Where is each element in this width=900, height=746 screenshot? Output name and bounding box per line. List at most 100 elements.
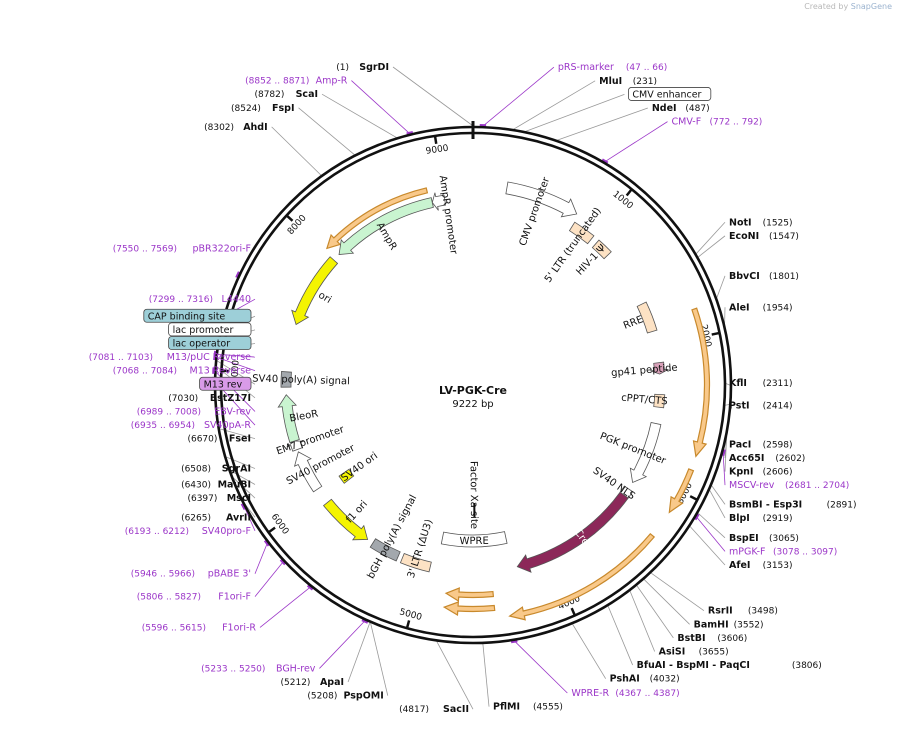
- site-coord-f1ori-f: (5806 .. 5827): [137, 593, 201, 603]
- site-label-econi[interactable]: EcoNI(1547): [729, 231, 799, 242]
- site-label-sv40pa-r[interactable]: SV40pA-R(6935 .. 6954): [131, 420, 252, 431]
- site-label-sgrdi[interactable]: SgrDI(1): [336, 62, 389, 73]
- site-label-ahdi[interactable]: AhdI(8302): [204, 122, 268, 133]
- site-label-m13-reverse[interactable]: M13 Reverse(7068 .. 7084): [113, 366, 251, 377]
- tick-2000: [711, 331, 720, 336]
- site-label-bamhi[interactable]: BamHI(3552): [694, 619, 764, 630]
- feature-label-bleor: BleoR: [289, 409, 319, 425]
- site-label-scai[interactable]: ScaI(8782): [254, 89, 318, 100]
- site-coord-prs-marker: (47 .. 66): [626, 63, 667, 73]
- site-coord-mpgk-f: (3078 .. 3097): [773, 547, 837, 557]
- site-coord-mscv-rev: (2681 .. 2704): [785, 481, 849, 491]
- site-name-amp-r: Amp-R: [316, 76, 348, 87]
- site-name-pshai: PshAI: [610, 674, 640, 685]
- site-label-prs-marker[interactable]: pRS-marker (47 .. 66): [558, 62, 667, 73]
- feature-pgk-promoter: [629, 422, 662, 484]
- orf-arrow-4: [442, 601, 496, 616]
- site-label-l4440[interactable]: L4440(7299 .. 7316): [149, 294, 251, 305]
- site-name-bstz17i: BstZ17I: [210, 393, 251, 404]
- site-label-bfuai-bspmi-paqci[interactable]: BfuAI - BspMI - PaqCI(3806): [637, 660, 822, 671]
- site-label-m13-puc-reverse[interactable]: M13/pUC Reverse(7081 .. 7103): [89, 352, 251, 363]
- site-label-mlui[interactable]: MluI(231): [599, 76, 657, 87]
- site-label-cmv-f[interactable]: CMV-F(772 .. 792): [672, 117, 763, 128]
- primer-mark-bgh-rev: [361, 619, 369, 624]
- site-label-pbr322ori-f[interactable]: pBR322ori-F(7550 .. 7569): [113, 243, 251, 254]
- site-name-ahdi: AhdI: [243, 122, 267, 133]
- site-label-apai[interactable]: ApaI(5212): [281, 677, 345, 688]
- site-label-pbabe-3[interactable]: pBABE 3'(5946 .. 5966): [131, 569, 251, 580]
- site-label-mpgk-f[interactable]: mPGK-F(3078 .. 3097): [729, 546, 837, 557]
- site-coord-pflmi: (4555): [533, 703, 563, 713]
- site-label-lac-operator[interactable]: lac operator: [168, 336, 252, 350]
- site-label-f1ori-f[interactable]: F1ori-F(5806 .. 5827): [137, 592, 251, 603]
- site-label-paci[interactable]: PacI(2598): [729, 439, 793, 450]
- site-name-msci: MscI: [227, 493, 251, 504]
- site-label-pshai[interactable]: PshAI(4032): [610, 674, 680, 685]
- site-label-bstz17i[interactable]: BstZ17I(7030): [168, 393, 251, 404]
- site-label-cap-binding-site[interactable]: CAP binding site: [143, 308, 252, 323]
- site-coord-rsrii: (3498): [748, 607, 778, 617]
- site-label-ndei[interactable]: NdeI(487): [652, 103, 710, 114]
- site-coord-noti: (1525): [763, 218, 793, 228]
- site-label-noti[interactable]: NotI(1525): [729, 217, 793, 228]
- site-name-cmv-f: CMV-F: [672, 117, 702, 128]
- site-label-pspomi[interactable]: PspOMI(5208): [307, 691, 383, 702]
- leader-line-mpgk-f: [695, 516, 726, 552]
- site-label-bbvci[interactable]: BbvCI(1801): [729, 271, 799, 282]
- site-coord-m13-reverse: (7068 .. 7084): [113, 367, 177, 377]
- site-label-amp-r[interactable]: Amp-R(8852 .. 8871): [245, 76, 348, 87]
- site-label-asisi[interactable]: AsiSI(3655): [659, 646, 729, 657]
- site-label-m13-rev[interactable]: M13 rev: [199, 376, 252, 391]
- leader-line-bstbi: [636, 585, 674, 639]
- site-label-f1ori-r[interactable]: F1ori-R(5596 .. 5615): [142, 622, 257, 633]
- site-label-sgrai[interactable]: SgrAI(6508): [181, 464, 251, 475]
- site-label-ebv-rev[interactable]: EBV-rev(6989 .. 7008): [137, 406, 252, 417]
- site-label-pflmi[interactable]: PflMI(4555): [493, 702, 563, 713]
- site-label-bspei[interactable]: BspEI(3065): [729, 533, 799, 544]
- site-label-bgh-rev[interactable]: BGH-rev(5233 .. 5250): [201, 663, 316, 674]
- plasmid-size: 9222 bp: [452, 399, 493, 410]
- site-name-bstbi: BstBI: [677, 633, 705, 644]
- site-label-fsei[interactable]: FseI(6670): [187, 434, 251, 445]
- site-name-lac-operator: lac operator: [173, 338, 231, 349]
- site-coord-acc65i: (2602): [775, 454, 805, 464]
- leader-line-pshai: [572, 623, 607, 679]
- site-label-bstbi[interactable]: BstBI(3606): [677, 633, 747, 644]
- primer-mark-m13-reverse: [213, 353, 216, 361]
- site-label-psti[interactable]: PstI(2414): [729, 400, 793, 411]
- site-label-sv40pro-f[interactable]: SV40pro-F(6193 .. 6212): [125, 526, 251, 537]
- site-label-mscv-rev[interactable]: MSCV-rev(2681 .. 2704): [729, 480, 849, 491]
- site-name-sv40pa-r: SV40pA-R: [204, 420, 251, 431]
- site-name-asisi: AsiSI: [659, 646, 686, 657]
- site-coord-fspi: (8524): [231, 104, 261, 114]
- feature-label-ampr-promoter: AmpR promoter: [437, 175, 459, 256]
- site-coord-ebv-rev: (6989 .. 7008): [137, 407, 201, 417]
- site-name-prs-marker: pRS-marker: [558, 62, 614, 73]
- site-label-blpi[interactable]: BlpI(2919): [729, 513, 793, 524]
- site-label-acc65i[interactable]: Acc65I(2602): [729, 453, 805, 464]
- site-label-lac-promoter[interactable]: lac promoter: [168, 322, 252, 337]
- site-label-sacii[interactable]: SacII(4817): [399, 704, 469, 715]
- site-name-pspomi: PspOMI: [343, 691, 383, 702]
- site-label-rsrii[interactable]: RsrII(3498): [708, 606, 778, 617]
- site-label-bsmbi-esp3i[interactable]: BsmBI - Esp3I(2891): [729, 499, 857, 510]
- orf-arrow-1: [691, 307, 711, 458]
- site-box-lac-operator: [168, 336, 252, 350]
- site-name-kpni: KpnI: [729, 467, 753, 478]
- site-label-wpre-r[interactable]: WPRE-R(4367 .. 4387): [571, 688, 679, 699]
- site-label-msci[interactable]: MscI(6397): [187, 493, 251, 504]
- site-label-kfli[interactable]: KflI(2311): [729, 378, 793, 389]
- site-coord-f1ori-r: (5596 .. 5615): [142, 623, 206, 633]
- leader-line-econi: [697, 235, 726, 258]
- feature-3-ltr-u3: [399, 552, 432, 573]
- site-name-sv40pro-f: SV40pro-F: [202, 526, 251, 537]
- site-label-kpni[interactable]: KpnI(2606): [729, 467, 793, 478]
- site-label-avrii[interactable]: AvrII(6265): [181, 512, 251, 523]
- site-label-alei[interactable]: AleI(1954): [729, 302, 793, 313]
- site-label-cmv-enhancer[interactable]: CMV enhancer: [628, 87, 712, 101]
- feature-label-sv40-poly-a-signal: SV40 poly(A) signal: [252, 373, 350, 387]
- site-label-afei[interactable]: AfeI(3153): [729, 560, 793, 571]
- site-label-fspi[interactable]: FspI(8524): [231, 103, 295, 114]
- leader-line-pflmi: [482, 643, 490, 707]
- site-label-maubi[interactable]: MauBI(6430): [181, 480, 251, 491]
